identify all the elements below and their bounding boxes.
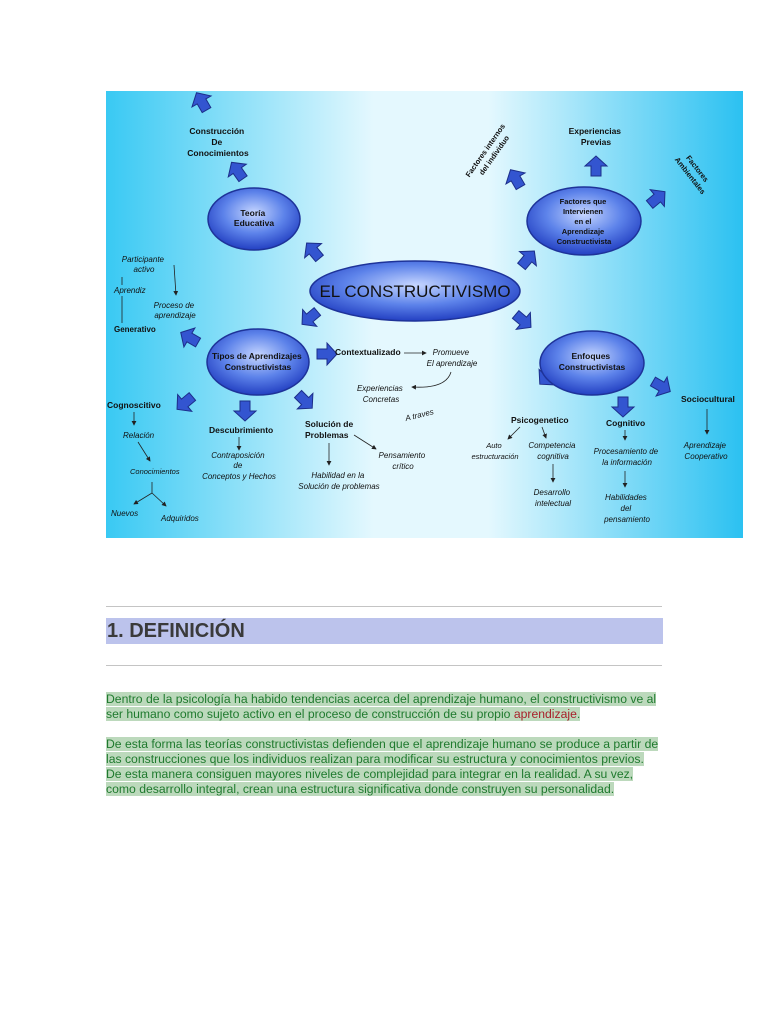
desarrollo-intelectual-label: Desarrollo intelectual — [534, 488, 573, 508]
sociocultural-label: Sociocultural — [681, 394, 735, 404]
relacion-label: Relación — [123, 431, 155, 440]
cognitivo-label: Cognitivo — [606, 418, 645, 428]
aprendizaje-cooperativo-label: Aprendizaje Cooperativo — [683, 441, 728, 461]
contraposicion-label: Contraposición de Conceptos y Hechos — [202, 451, 276, 481]
conocimientos-label: Conocimientos — [130, 467, 180, 476]
descubrimiento-label: Descubrimiento — [209, 425, 273, 435]
node-enfoques — [539, 330, 645, 396]
node-teoria-educativa — [207, 187, 301, 251]
node-center — [309, 260, 521, 322]
competencia-cognitiva-label: Competencia cognitiva — [528, 441, 577, 461]
factores-title: Factores que Intervienen en el Aprendiza… — [557, 197, 612, 246]
definition-paragraph-1: Dentro de la psicología ha habido tenden… — [106, 692, 662, 722]
construccion-label: Construcción De Conocimientos — [187, 126, 249, 158]
habilidad-solucion-label: Habilidad en la Solución de problemas — [298, 471, 379, 491]
divider-top — [106, 606, 662, 607]
aprendizaje-link[interactable]: aprendizaje — [513, 707, 577, 721]
proceso-aprendizaje-label: Proceso de aprendizaje — [154, 301, 197, 320]
procesamiento-label: Procesamiento de la información — [594, 447, 661, 467]
adquiridos-label: Adquiridos — [160, 514, 199, 523]
generativo-label: Generativo — [114, 325, 156, 334]
definition-paragraph-2: De esta forma las teorías constructivist… — [106, 737, 662, 797]
nuevos-label: Nuevos — [111, 509, 138, 518]
node-factores — [526, 186, 642, 256]
teoria-title: Teoría Educativa — [234, 208, 274, 228]
aprendiz-label: Aprendiz — [113, 286, 146, 295]
section-heading: 1. DEFINICIÓN — [106, 618, 663, 644]
cognoscitivo-label: Cognoscitivo — [107, 400, 161, 410]
center-title: EL CONSTRUCTIVISMO — [319, 282, 510, 301]
constructivism-concept-map: EL CONSTRUCTIVISMO Teoría Educativa Fact… — [106, 91, 743, 538]
experiencias-previas-label: Experiencias Previas — [569, 126, 624, 147]
tipos-title: Tipos de Aprendizajes Constructivistas — [212, 351, 304, 372]
divider-bottom — [106, 665, 662, 666]
node-tipos — [206, 328, 310, 396]
habilidades-pensamiento-label: Habilidades del pensamiento — [603, 493, 650, 524]
contextualizado-label: Contextualizado — [335, 347, 401, 357]
paragraph-1-end: . — [576, 707, 581, 721]
enfoques-title: Enfoques Constructivistas — [559, 351, 626, 372]
auto-estructuracion-label: Auto estructuración — [471, 441, 518, 461]
pensamiento-critico-label: Pensamiento crítico — [379, 451, 428, 471]
promueve-label: Promueve El aprendizaje — [427, 348, 478, 368]
participante-label: Participante activo — [122, 255, 166, 274]
concept-map-svg: EL CONSTRUCTIVISMO Teoría Educativa Fact… — [106, 91, 743, 538]
solucion-label: Solución de Problemas — [305, 419, 356, 440]
experiencias-concretas-label: Experiencias Concretas — [357, 384, 405, 404]
paragraph-2-text: De esta forma las teorías constructivist… — [106, 737, 659, 796]
psicogenetico-label: Psicogenetico — [511, 415, 569, 425]
